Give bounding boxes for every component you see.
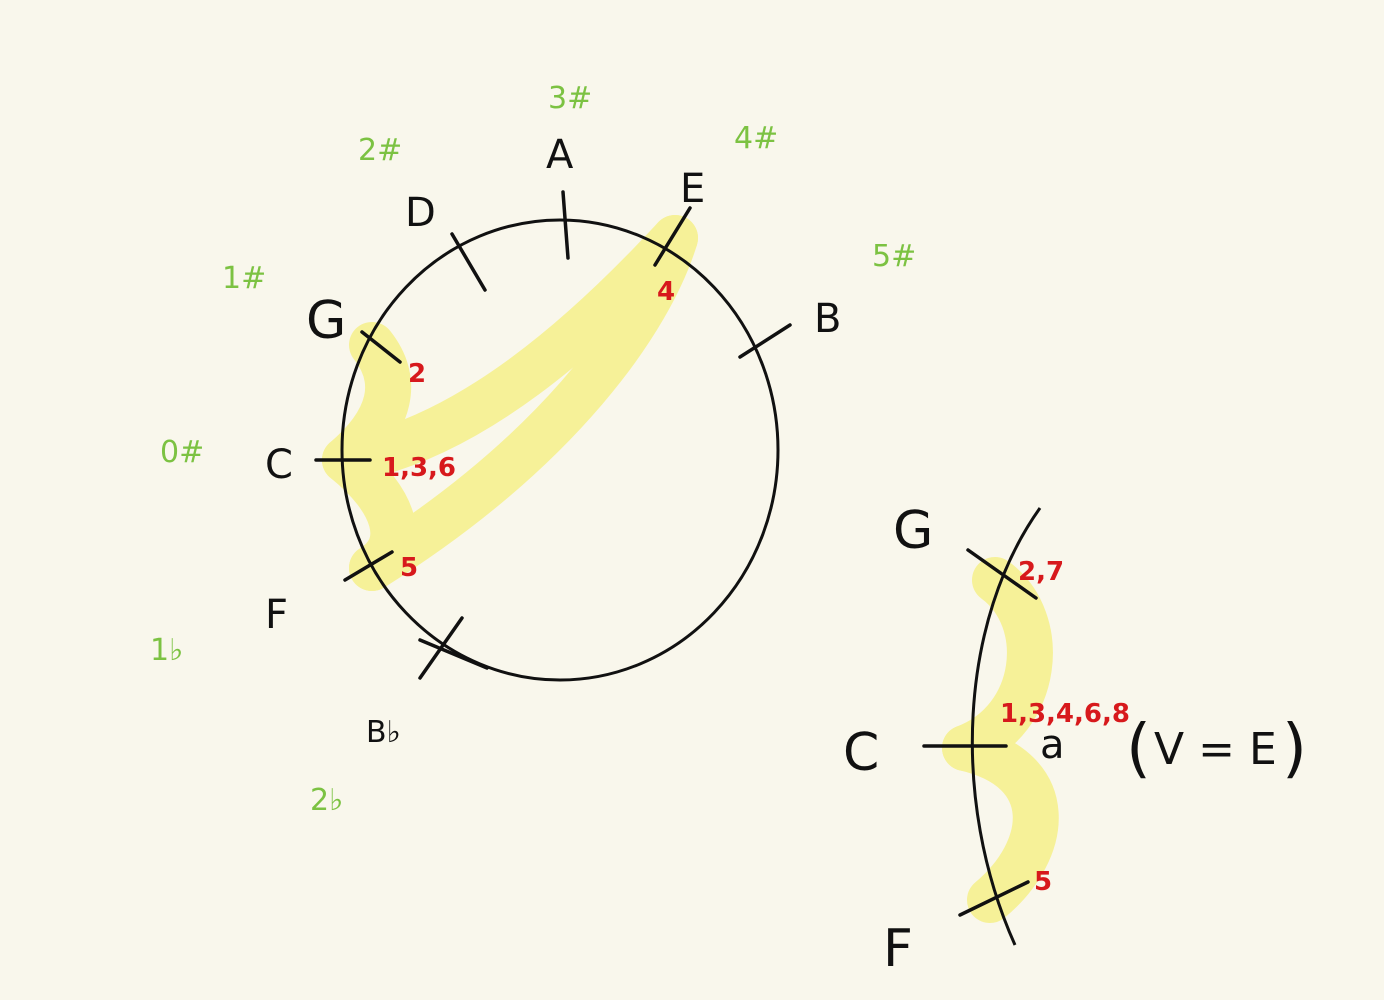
accidental-2-flats: 2♭	[310, 783, 343, 818]
annotation-dominant-text: V = E	[1154, 724, 1277, 775]
note-Bb: B♭	[366, 715, 401, 750]
circle-ticks	[314, 190, 792, 680]
arc-position-F: 5	[1034, 867, 1052, 897]
arc-note-G: G	[893, 501, 933, 561]
annotation-open-paren: (	[1126, 712, 1151, 786]
position-G: 2	[408, 359, 426, 389]
position-E: 4	[657, 277, 675, 307]
accidental-1-flat: 1♭	[150, 633, 183, 668]
annotation-close-paren: )	[1282, 712, 1307, 786]
arc-note-a: a	[1040, 722, 1065, 768]
circle-of-fifths	[340, 218, 780, 682]
note-F: F	[265, 592, 288, 638]
note-G: G	[306, 291, 346, 351]
note-C: C	[265, 442, 293, 488]
arc-position-G: 2,7	[1018, 557, 1064, 587]
accidental-3-sharps: 3#	[548, 81, 592, 116]
highlight-path-circle	[322, 215, 698, 591]
arc-note-C: C	[843, 723, 879, 783]
note-E: E	[680, 166, 705, 212]
accidental-5-sharps: 5#	[872, 239, 916, 274]
accidental-2-sharps: 2#	[358, 133, 402, 168]
position-C: 1,3,6	[382, 453, 456, 483]
highlight-path-arc	[942, 557, 1059, 923]
arc-position-C: 1,3,4,6,8	[1000, 699, 1130, 729]
note-D: D	[405, 190, 436, 236]
position-F: 5	[400, 553, 418, 583]
arc-ticks	[922, 548, 1038, 917]
accidental-1-sharp: 1#	[222, 261, 266, 296]
note-B: B	[814, 296, 841, 342]
detail-arc	[970, 507, 1042, 946]
accidental-4-sharps: 4#	[734, 121, 778, 156]
note-A: A	[546, 132, 574, 178]
accidental-0-sharps: 0#	[160, 435, 204, 470]
arc-note-F: F	[883, 919, 913, 979]
